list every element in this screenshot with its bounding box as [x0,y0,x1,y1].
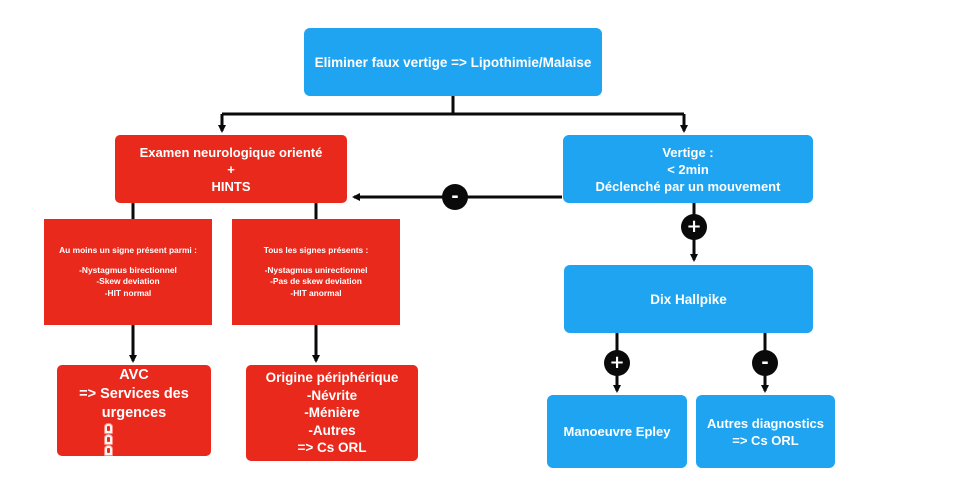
urgences-line: urgences [102,404,166,456]
siren-icon [103,444,113,456]
minus-sign: - [752,350,778,376]
vertige-node: Vertige : < 2min Déclenché par un mouvem… [563,135,813,203]
avc-node: AVC => Services des urgences [57,365,211,456]
siren-icon [103,433,113,445]
minus-sign: - [442,184,468,210]
dix-hallpike-node: Dix Hallpike [564,265,813,333]
root-node: Eliminer faux vertige => Lipothimie/Mala… [304,28,602,96]
autres-node: Autres diagnostics => Cs ORL [696,395,835,468]
au-moins-node: Au moins un signe présent parmi : -Nysta… [44,219,212,325]
plus-sign: + [604,350,630,376]
plus-sign: + [681,214,707,240]
origine-node: Origine périphérique -Névrite -Ménière -… [246,365,418,461]
tous-node: Tous les signes présents : -Nystagmus un… [232,219,400,325]
siren-icon [103,422,113,434]
epley-node: Manoeuvre Epley [547,395,687,468]
exam-node: Examen neurologique orienté + HINTS [115,135,347,203]
